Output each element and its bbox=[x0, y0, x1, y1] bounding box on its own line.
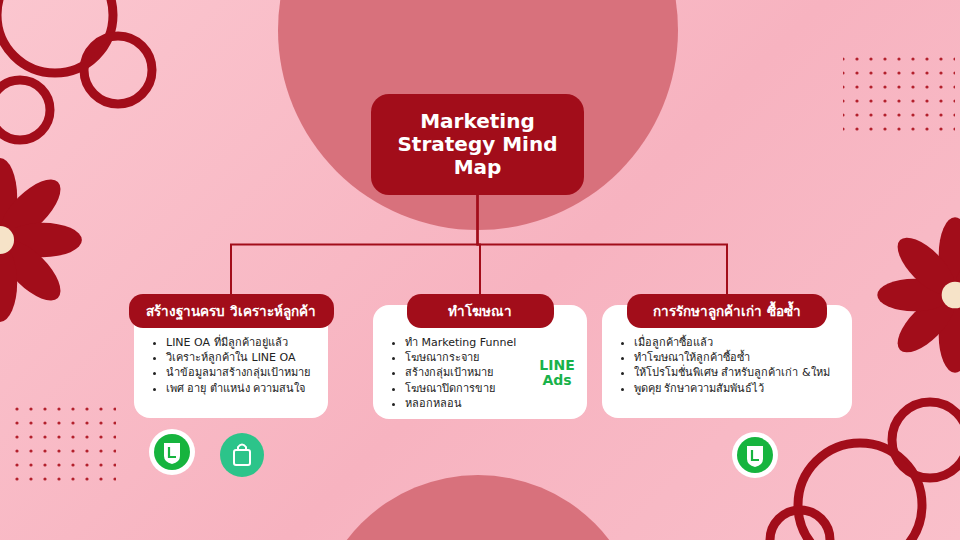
header-text: การรักษาลูกค้าเก่า ซื้อซ้ำ bbox=[653, 300, 801, 322]
title-box: Marketing Strategy Mind Map bbox=[371, 94, 584, 195]
branch-header: ทำโฆษณา bbox=[407, 294, 554, 328]
bullet-item: นำข้อมูลมาสร้างกลุ่มเป้าหมาย bbox=[166, 365, 318, 380]
flower bbox=[0, 158, 82, 322]
bullet-item: เพศ อายุ ตำแหน่ง ความสนใจ bbox=[166, 381, 318, 396]
branch-card: ทำ Marketing Funnelโฆษณากระจายสร้างกลุ่ม… bbox=[373, 305, 587, 419]
bullet-item: ให้โปรโมชั่นพิเศษ สำหรับลูกค้าเก่า &ใหม่ bbox=[634, 365, 842, 380]
header-text: ทำโฆษณา bbox=[448, 300, 512, 322]
branch-card: LINE OA ที่มีลูกค้าอยู่แล้ววิเคราะห์ลูกค… bbox=[134, 305, 328, 418]
dot-grid bbox=[8, 406, 116, 490]
flower bbox=[877, 217, 960, 372]
bullet-item: สร้างกลุ่มเป้าหมาย bbox=[405, 365, 521, 380]
branch-header: การรักษาลูกค้าเก่า ซื้อซ้ำ bbox=[627, 294, 827, 328]
branch-header: สร้างฐานครบ วิเคราะห์ลูกค้า bbox=[129, 294, 334, 328]
title-text: Marketing Strategy Mind Map bbox=[385, 110, 570, 179]
dot-grid bbox=[843, 52, 955, 136]
line-ads-logo: LINE Ads bbox=[535, 358, 579, 387]
bullet-item: LINE OA ที่มีลูกค้าอยู่แล้ว bbox=[166, 335, 318, 350]
bullet-item: โฆษณาปิดการขาย bbox=[405, 381, 521, 396]
line-icon bbox=[149, 429, 195, 475]
bottom-circle bbox=[313, 475, 643, 540]
branch-connector bbox=[478, 195, 728, 294]
header-text: สร้างฐานครบ วิเคราะห์ลูกค้า bbox=[146, 300, 316, 322]
line-icon bbox=[732, 432, 778, 478]
bullet-item: ทำ Marketing Funnel bbox=[405, 335, 521, 350]
bullet-item: หลอกหลอน bbox=[405, 396, 521, 411]
bullet-item: โฆษณากระจาย bbox=[405, 350, 521, 365]
bullet-item: ทำโฆษณาให้ลูกค้าซื้อซ้ำ bbox=[634, 350, 842, 365]
bullet-item: เมื่อลูกค้าซื้อแล้ว bbox=[634, 335, 842, 350]
bullet-list: เมื่อลูกค้าซื้อแล้วทำโฆษณาให้ลูกค้าซื้อซ… bbox=[612, 335, 842, 396]
bullet-item: วิเคราะห์ลูกค้าใน LINE OA bbox=[166, 350, 318, 365]
shop-icon bbox=[220, 433, 264, 477]
branch-card: เมื่อลูกค้าซื้อแล้วทำโฆษณาให้ลูกค้าซื้อซ… bbox=[602, 305, 852, 418]
branch-connector bbox=[231, 195, 478, 294]
bullet-item: พูดคุย รักษาความสัมพันธ์ไว้ bbox=[634, 381, 842, 396]
bullet-list: LINE OA ที่มีลูกค้าอยู่แล้ววิเคราะห์ลูกค… bbox=[144, 335, 318, 396]
